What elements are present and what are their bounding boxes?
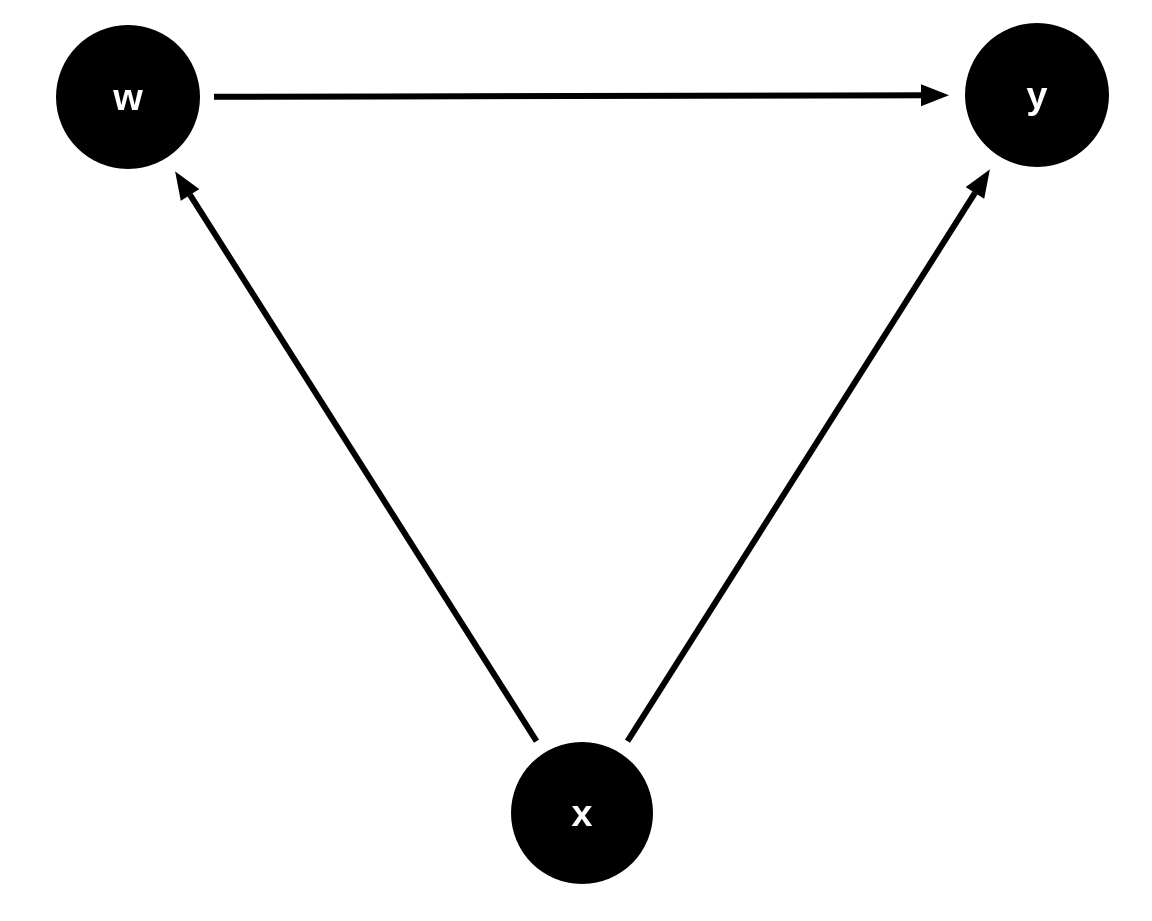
node-label-w: w xyxy=(112,77,143,119)
edge-x-to-w xyxy=(175,171,540,743)
node-circle-x xyxy=(511,742,653,884)
node-label-x: x xyxy=(571,793,592,835)
edge-w-to-y xyxy=(213,84,949,107)
node-label-y: y xyxy=(1026,75,1047,117)
node-circle-y xyxy=(965,23,1109,167)
edge-x-to-y xyxy=(624,169,990,743)
node-y: y xyxy=(965,23,1109,167)
node-circle-w xyxy=(56,25,200,169)
node-x: x xyxy=(511,742,653,884)
node-w: w xyxy=(56,25,200,169)
